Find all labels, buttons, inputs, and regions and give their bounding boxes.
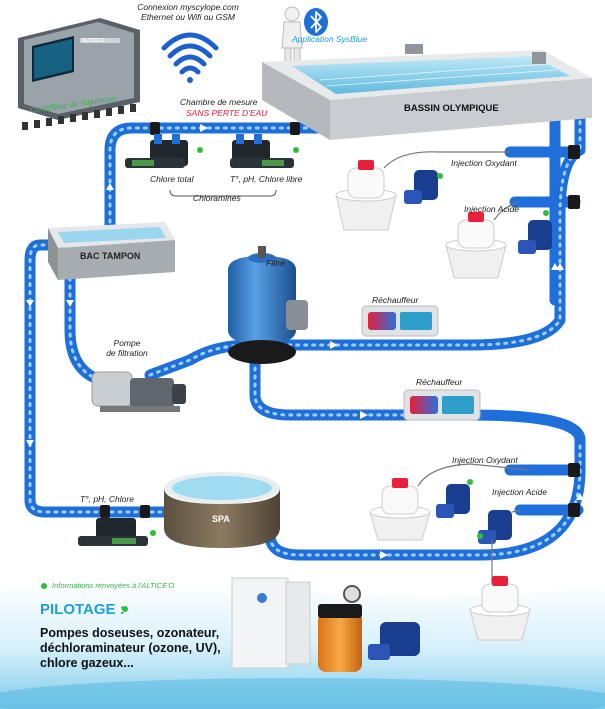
connexion-label: Connexion myscylope.com Ethernet ou Wifi… [128, 2, 248, 22]
measurement-chamber-2 [230, 134, 294, 168]
rechauffeur-1 [361, 305, 439, 337]
bassin-olympique [262, 44, 592, 140]
chambre-mesure-label: Chambre de mesure [180, 97, 258, 107]
injection-line-3 [417, 463, 531, 487]
rechauffeur-1-label: Réchauffeur [372, 295, 419, 305]
injection-line-1 [383, 151, 510, 169]
rechauffeur-2 [403, 389, 481, 421]
pompe-filtration-label: Pompe de filtration [102, 338, 152, 358]
chloramines-label: Chloramines [193, 193, 241, 203]
informations-label: Informations renvoyées à l'ALTICE'O [52, 581, 175, 590]
status-dot-icon [41, 147, 299, 589]
chlore-total-label: Chlore total [150, 174, 194, 184]
dosing-station-oxydant-2 [369, 478, 473, 541]
chloramines-bracket [169, 189, 277, 197]
user-figure [281, 6, 303, 69]
connexion-line-1: Connexion myscylope.com [137, 2, 239, 12]
injection-line-4 [511, 509, 521, 513]
injection-oxydant-2-label: Injection Oxydant [452, 455, 518, 465]
dosing-station-oxydant-1 [335, 160, 443, 231]
dosing-station-acide-2 [469, 510, 531, 641]
rechauffeur-2-label: Réchauffeur [416, 377, 463, 387]
pilotage-equipment [231, 577, 420, 672]
injection-line-2 [493, 201, 521, 221]
application-label: Application SysBlue [292, 34, 368, 44]
bassin-label: BASSIN OLYMPIQUE [404, 103, 499, 114]
pilotage-line: Pompes doseuses, ozonateur, [40, 626, 220, 640]
pompe-line-2: de filtration [106, 348, 148, 358]
tph-chlore-label: T°, pH, Chlore [80, 494, 134, 504]
pompe-filtration [91, 371, 186, 412]
sand-filter [228, 246, 308, 364]
injection-acide-1-label: Injection Acide [464, 204, 519, 214]
bac-tampon-label: BAC TAMPON [80, 251, 141, 261]
measurement-chamber-spa [78, 518, 148, 546]
wifi-icon [161, 32, 219, 83]
bac-tampon [48, 222, 175, 280]
connexion-line-2: Ethernet ou Wifi ou GSM [141, 12, 235, 22]
pipe-network [24, 79, 586, 561]
pilotage-status-dot-icon [122, 606, 128, 612]
controleur-brand: ALTICE'O [82, 38, 105, 44]
filtre-label: Filtre [266, 258, 285, 268]
flow-arrow-icon [26, 124, 584, 559]
injection-acide-2-label: Injection Acide [492, 487, 547, 497]
pilotage-text: Pompes doseuses, ozonateur, déchloramina… [40, 626, 260, 671]
sans-perte-label: SANS PERTE D'EAU [186, 108, 268, 118]
tph-chlore-libre-label: T°, pH, Chlore libre [230, 174, 303, 184]
pilotage-title: PILOTAGE : [40, 601, 125, 618]
pompe-line-1: Pompe [113, 338, 141, 348]
pilotage-line: chlore gazeux... [40, 656, 134, 670]
injection-oxydant-1-label: Injection Oxydant [451, 158, 517, 168]
measurement-chamber-1 [125, 134, 188, 168]
dosing-station-acide-1 [445, 210, 552, 279]
spa-tub [164, 472, 280, 548]
spa-label: SPA [212, 514, 230, 524]
altice-controller [18, 18, 140, 130]
pilotage-line: déchloraminateur (ozone, UV), [40, 641, 221, 655]
bluetooth-icon [304, 8, 328, 36]
